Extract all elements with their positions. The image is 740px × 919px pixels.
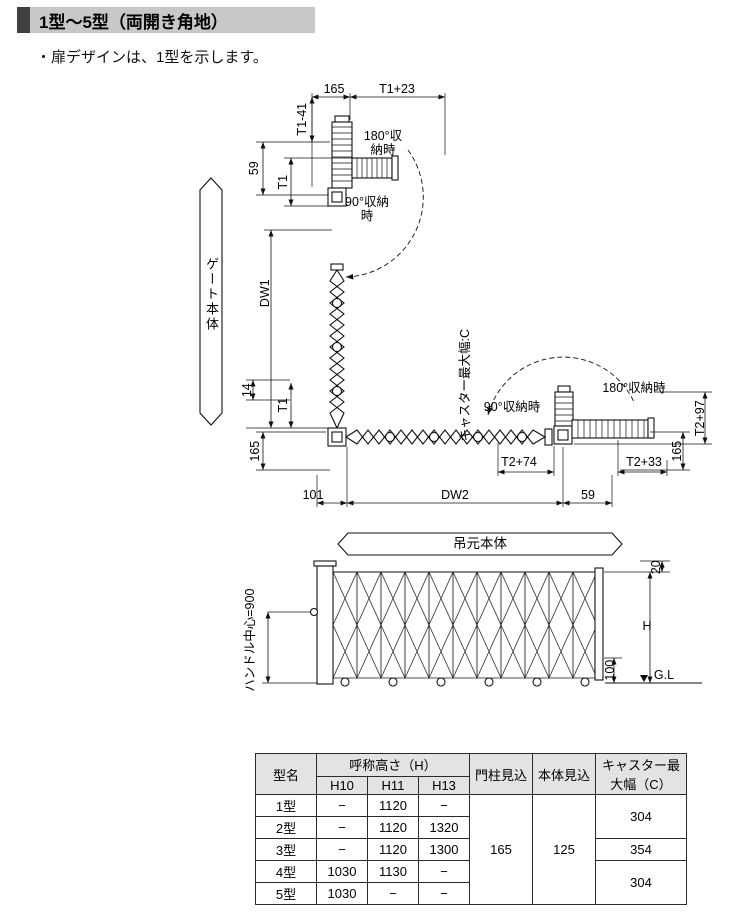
cell-h13: −	[418, 794, 470, 817]
dim-label-handle-center: ハンドル中心=900	[242, 588, 257, 692]
cell-type: 2型	[255, 816, 317, 839]
col-header-h11: H11	[367, 775, 419, 796]
hanging-body-arrow-box	[337, 532, 623, 556]
cell-type: 5型	[255, 882, 317, 905]
cell-h10: −	[316, 816, 368, 839]
table-row-type3: 3型 − 1120 1300 354	[255, 838, 687, 861]
cell-h13: 1320	[418, 816, 470, 839]
table-row-type5: 5型 1030 − −	[255, 882, 687, 905]
cell-h11: 1120	[367, 838, 419, 861]
cell-h13: −	[418, 882, 470, 905]
ground-level-marker	[640, 675, 648, 682]
cell-body-depth: 125	[532, 794, 596, 905]
cell-pillar-depth: 165	[469, 794, 533, 905]
label-stored-90-top: 90°収納時	[345, 195, 389, 224]
label-stored-90-right: 90°収納時	[483, 400, 541, 414]
dim-label-dw1: DW1	[257, 279, 272, 308]
plan-left-gate-accordion	[329, 263, 345, 429]
drawing-geometry	[199, 93, 712, 687]
cell-h10: 1030	[316, 882, 368, 905]
header-accent-block	[17, 7, 30, 33]
cell-h10: −	[316, 838, 368, 861]
dimension-lines	[250, 94, 708, 683]
technical-drawing: 165 T1+23 T1-41 59 T1 180°収納時 90°収納時 DW1…	[0, 75, 740, 715]
col-header-h13: H13	[418, 775, 470, 796]
table-row-type2: 2型 − 1120 1320	[255, 816, 687, 839]
dim-label-165-top: 165	[323, 82, 345, 96]
dim-label-165-left: 165	[247, 440, 262, 462]
col-header-height-group: 呼称高さ（H）	[316, 753, 470, 777]
dim-label-20: 20	[648, 560, 663, 575]
col-header-h10: H10	[316, 775, 368, 796]
dim-label-165-right: 165	[669, 440, 684, 462]
dim-label-59-bottom: 59	[581, 488, 595, 502]
col-header-pillar-depth: 門柱見込	[469, 753, 533, 795]
cell-h13: 1300	[418, 838, 470, 861]
col-header-body-depth: 本体見込	[532, 753, 596, 795]
label-stored-180-right: 180°収納時	[602, 381, 666, 395]
dim-label-t1-left: T1	[275, 397, 290, 413]
dim-label-t1-minus-41: T1-41	[294, 102, 309, 136]
cell-caster-type4-5: 304	[595, 860, 687, 905]
label-ground-level: G.L	[653, 668, 675, 682]
dim-label-14: 14	[239, 383, 254, 398]
ground-line	[605, 675, 702, 684]
dim-label-100: 100	[602, 659, 617, 681]
cell-h10: 1030	[316, 860, 368, 883]
elevation-gate	[309, 560, 604, 687]
handle-knob	[309, 607, 319, 617]
col-header-type: 型名	[255, 753, 317, 795]
label-caster-max-width: キャスター最大幅:C	[457, 328, 472, 442]
dim-label-59-top: 59	[246, 161, 261, 176]
cell-type: 3型	[255, 838, 317, 861]
plan-top-folded-gate	[327, 115, 424, 280]
plan-corner-post	[327, 427, 347, 447]
extension-lines	[246, 93, 712, 684]
dim-label-dw2: DW2	[441, 488, 469, 502]
label-stored-180-top: 180°収納時	[363, 129, 403, 158]
table-row-type1: 1型 − 1120 − 165 125 304	[255, 794, 687, 905]
gate-body-arrow-box	[199, 177, 223, 426]
cell-h13: −	[418, 860, 470, 883]
dim-label-t2-plus-33: T2+33	[626, 455, 662, 469]
header-band: 1型〜5型（両開き角地）	[30, 7, 315, 33]
dim-label-101: 101	[302, 488, 324, 502]
col-header-caster-width: キャスター最大幅（C）	[595, 753, 687, 795]
plan-bottom-gate-accordion	[345, 428, 553, 446]
cell-h11: −	[367, 882, 419, 905]
spec-table: 型名 呼称高さ（H） 門柱見込 本体見込 キャスター最大幅（C） H10 H11…	[255, 753, 687, 905]
dim-label-h: H	[642, 619, 652, 633]
cell-h11: 1120	[367, 794, 419, 817]
section-header: 1型〜5型（両開き角地）	[17, 7, 315, 33]
cell-caster-type3: 354	[595, 838, 687, 861]
dim-label-t1-top: T1	[275, 174, 290, 190]
cell-h11: 1120	[367, 816, 419, 839]
swing-arc-top	[345, 149, 424, 280]
dim-label-t1-plus-23: T1+23	[379, 82, 415, 96]
dim-label-t2-plus-97: T2+97	[692, 400, 707, 437]
label-hanging-body: 吊元本体	[453, 536, 507, 551]
swing-arc-right	[487, 356, 635, 416]
dim-label-t2-plus-74: T2+74	[501, 455, 537, 469]
label-gate-body: ゲート本体	[203, 257, 219, 332]
cell-type: 1型	[255, 794, 317, 817]
plan-right-folded-gate	[487, 356, 655, 445]
design-note: ・扉デザインは、1型を示します。	[36, 49, 268, 66]
cell-type: 4型	[255, 860, 317, 883]
cell-h11: 1130	[367, 860, 419, 883]
cell-caster-type1-2: 304	[595, 794, 687, 839]
page-title: 1型〜5型（両開き角地）	[39, 12, 228, 32]
cell-h10: −	[316, 794, 368, 817]
